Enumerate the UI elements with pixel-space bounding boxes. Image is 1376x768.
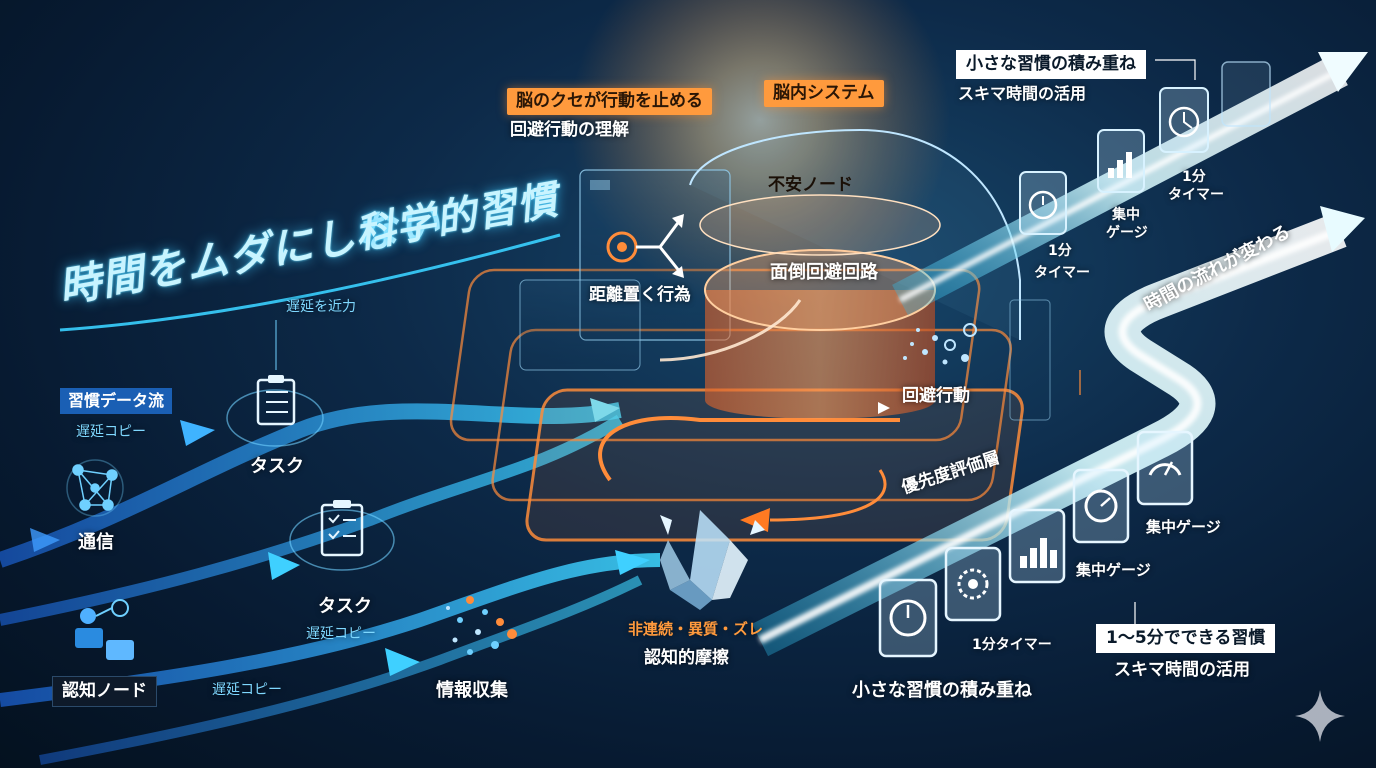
small-habits-top-label: 小さな習慣の積み重ね — [956, 50, 1146, 79]
avoidance-understanding-label: 回避行動の理解 — [510, 120, 629, 140]
habit-data-flow-label: 習慣データ流 — [60, 388, 173, 414]
spare-time-top-label: スキマ時間の活用 — [958, 84, 1087, 103]
central-cylinder — [659, 194, 941, 419]
brain-system-label: 脳内システム — [764, 80, 884, 107]
timer-1min-label: 1分タイマー — [972, 637, 1052, 653]
network-icon — [66, 459, 124, 517]
task-label-2: タスク — [318, 596, 372, 617]
distance-action-label: 距離置く行為 — [589, 285, 691, 305]
spare-time-bottom-label: スキマ時間の活用 — [1114, 660, 1250, 680]
dot-cluster-icon — [903, 323, 977, 365]
right-top-arrow — [892, 52, 1368, 316]
timer2-num-label: 1分 — [1048, 243, 1072, 259]
right-zigzag-arrow — [751, 206, 1365, 657]
brain-habit-label: 脳のクセが行動を止める — [507, 88, 712, 115]
crystal-icon — [660, 510, 765, 610]
habit-1-5-label: 1〜5分でできる習慣 — [1096, 624, 1276, 653]
tile-row-top — [1019, 61, 1271, 235]
delay-copy-label-1: 遅延コピー — [76, 424, 146, 440]
tile-row-bottom — [878, 430, 1194, 658]
timer-label-top: タイマー — [1168, 187, 1224, 203]
anxiety-node-label: 不安ノード — [768, 175, 853, 195]
cognitive-node-icon — [75, 599, 134, 660]
info-scatter-icon — [446, 596, 517, 655]
focus-gauge-label-1: 集中ゲージ — [1146, 518, 1221, 536]
branch-icon — [606, 214, 684, 278]
hassle-avoid-circuit-label: 面倒回避回路 — [770, 262, 878, 283]
cognitive-node-label: 認知ノード — [52, 676, 157, 707]
cognitive-friction-label: 認知的摩擦 — [644, 648, 729, 668]
timer-num-top-label: 1分 — [1182, 169, 1206, 185]
focus-label-top-1: 集中 — [1112, 207, 1140, 223]
communication-label: 通信 — [78, 532, 114, 553]
arrow-icon — [878, 402, 890, 414]
info-gathering-label: 情報収集 — [436, 680, 508, 701]
focus-gauge-label-2: 集中ゲージ — [1076, 561, 1151, 579]
delay-copy-label-2: 遅延コピー — [306, 626, 376, 642]
clipboard-icon-1 — [226, 375, 324, 447]
title-underline — [59, 233, 561, 332]
clipboard-icon-2 — [289, 500, 395, 571]
delay-closer-label: 遅延を近力 — [286, 299, 356, 315]
sparkle-icon — [1295, 690, 1345, 742]
discontinuity-label: 非連続・異質・ズレ — [628, 620, 764, 638]
task-label-1: タスク — [250, 456, 304, 477]
avoidance-action-label: 回避行動 — [902, 386, 970, 406]
delay-copy-label-3: 遅延コピー — [212, 682, 282, 698]
small-habits-bottom-label: 小さな習慣の積み重ね — [852, 680, 1032, 701]
timer2-label: タイマー — [1034, 265, 1090, 281]
focus-label-top-2: ゲージ — [1106, 225, 1148, 241]
